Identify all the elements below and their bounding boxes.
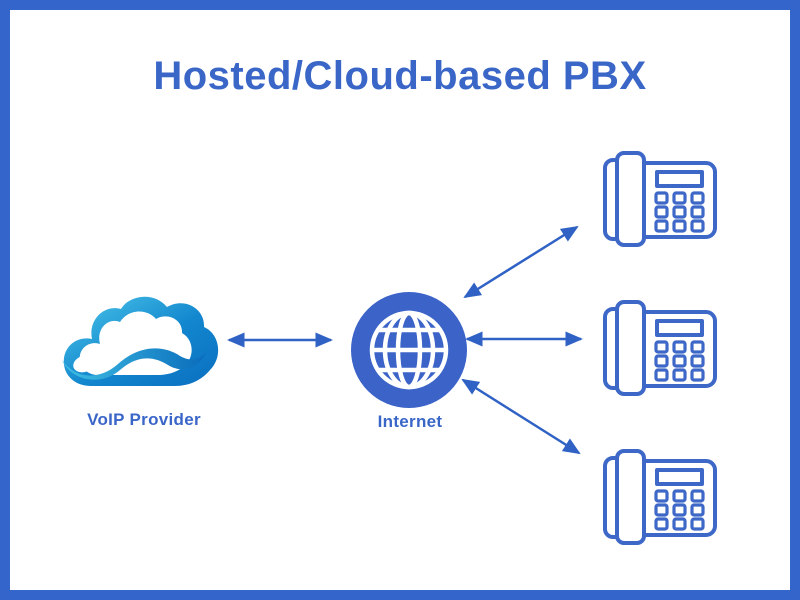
globe-icon xyxy=(351,292,467,408)
arrow-internet-phone-1 xyxy=(463,225,579,299)
internet-label: Internet xyxy=(377,412,443,431)
desk-phone-icon xyxy=(603,449,717,545)
arrow-internet-phone-3 xyxy=(461,378,581,455)
diagram-title: Hosted/Cloud-based PBX xyxy=(153,54,647,98)
desk-phone-icon xyxy=(603,151,717,247)
connector-arrows xyxy=(226,225,584,455)
voip-provider-label: VoIP Provider xyxy=(87,410,201,429)
desk-phone-icon xyxy=(603,300,717,396)
cloud-icon xyxy=(62,296,219,386)
